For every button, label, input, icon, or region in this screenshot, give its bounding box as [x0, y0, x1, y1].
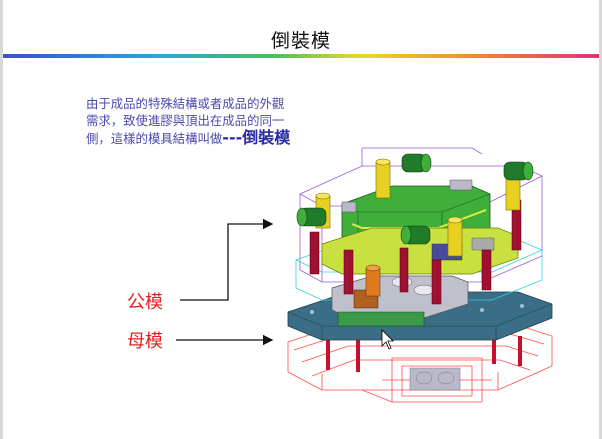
description-text: 由于成品的特殊結構或者成品的外觀需求，致使進膠與頂出在成品的同一側，這樣的模具結…	[86, 95, 296, 147]
description-body: 由于成品的特殊結構或者成品的外觀需求，致使進膠與頂出在成品的同一側，這樣的模具結…	[86, 96, 285, 146]
title-gradient-rule	[3, 54, 599, 58]
mold-illustration	[287, 147, 553, 403]
guide-pillars	[309, 199, 522, 305]
female-mold-pins	[326, 330, 522, 372]
male-mold-arrow	[180, 218, 274, 301]
mouse-cursor	[381, 329, 394, 350]
slide-left-border	[0, 0, 3, 439]
top-parts	[341, 179, 473, 213]
support-pillars	[315, 158, 521, 257]
hydraulic-cylinders	[296, 153, 534, 245]
slide-right-border	[599, 0, 602, 439]
ejector-detail	[409, 367, 461, 391]
description-emphasis: ---倒裝模	[222, 128, 291, 147]
female-mold-label: 母模	[127, 331, 163, 352]
slide-title: 倒裝模	[270, 30, 331, 52]
male-mold-label: 公模	[127, 292, 163, 313]
